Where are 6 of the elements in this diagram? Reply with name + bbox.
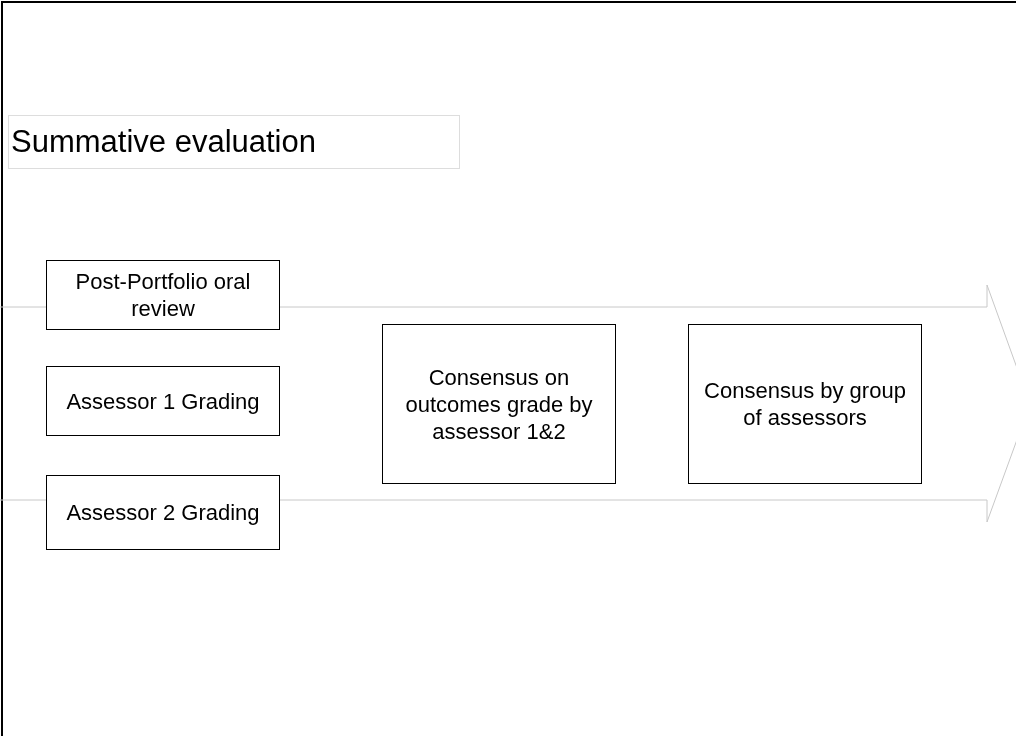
process-box: Post-Portfolio oral review [46, 260, 280, 330]
title: Summative evaluation [8, 115, 460, 169]
process-box: Consensus by group of assessors [688, 324, 922, 484]
process-box: Assessor 1 Grading [46, 366, 280, 436]
process-box: Assessor 2 Grading [46, 475, 280, 550]
process-box: Consensus on outcomes grade by assessor 1&2 [382, 324, 616, 484]
